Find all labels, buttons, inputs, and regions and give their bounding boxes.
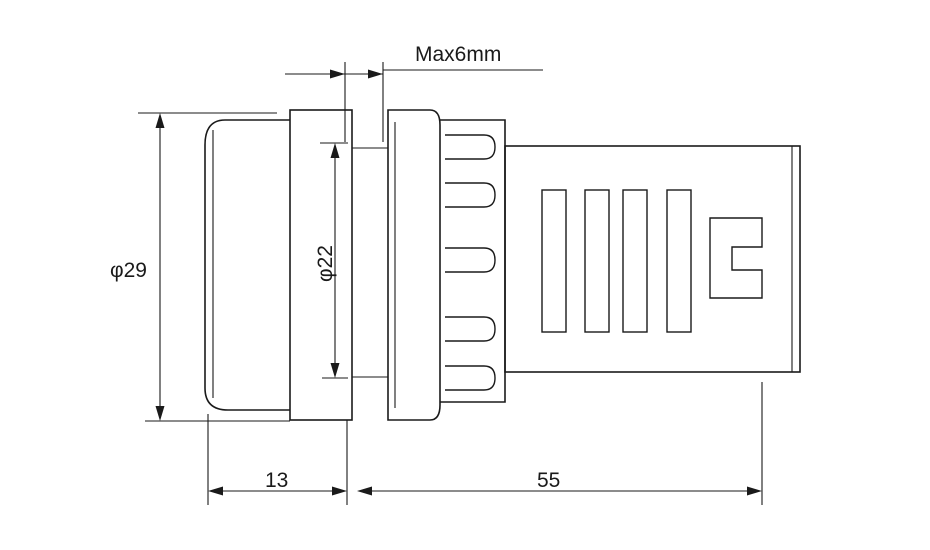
- thread-ridge: [445, 134, 496, 160]
- arrow-right-icon: [747, 486, 762, 496]
- front-lens-outline: [204, 119, 290, 411]
- thread-ridge: [445, 365, 496, 391]
- arrow-left-icon: [357, 486, 372, 496]
- arrow-up-icon: [155, 113, 165, 128]
- outer-diameter-label: φ29: [110, 259, 147, 282]
- vent-slot: [584, 189, 610, 333]
- mount-diameter-label: φ22: [314, 245, 337, 282]
- vent-slot: [666, 189, 692, 333]
- arrow-right-icon: [330, 69, 345, 79]
- front-bezel: [289, 109, 353, 421]
- arrow-up-icon: [330, 143, 340, 158]
- max-panel-label: Max6mm: [415, 43, 501, 66]
- mounting-nut: [387, 109, 441, 421]
- body-length-label: 55: [537, 469, 560, 492]
- arrow-left-icon: [368, 69, 383, 79]
- terminal-bracket: [709, 217, 763, 299]
- thread-ridge: [445, 247, 496, 273]
- thread-ridge: [445, 316, 496, 342]
- thread-ridge: [445, 182, 496, 208]
- vent-slot: [541, 189, 567, 333]
- rear-body: [504, 145, 801, 373]
- arrow-down-icon: [330, 363, 340, 378]
- arrow-left-icon: [208, 486, 223, 496]
- vent-slot: [622, 189, 648, 333]
- arrow-right-icon: [332, 486, 347, 496]
- arrow-down-icon: [155, 406, 165, 421]
- front-length-label: 13: [265, 469, 288, 492]
